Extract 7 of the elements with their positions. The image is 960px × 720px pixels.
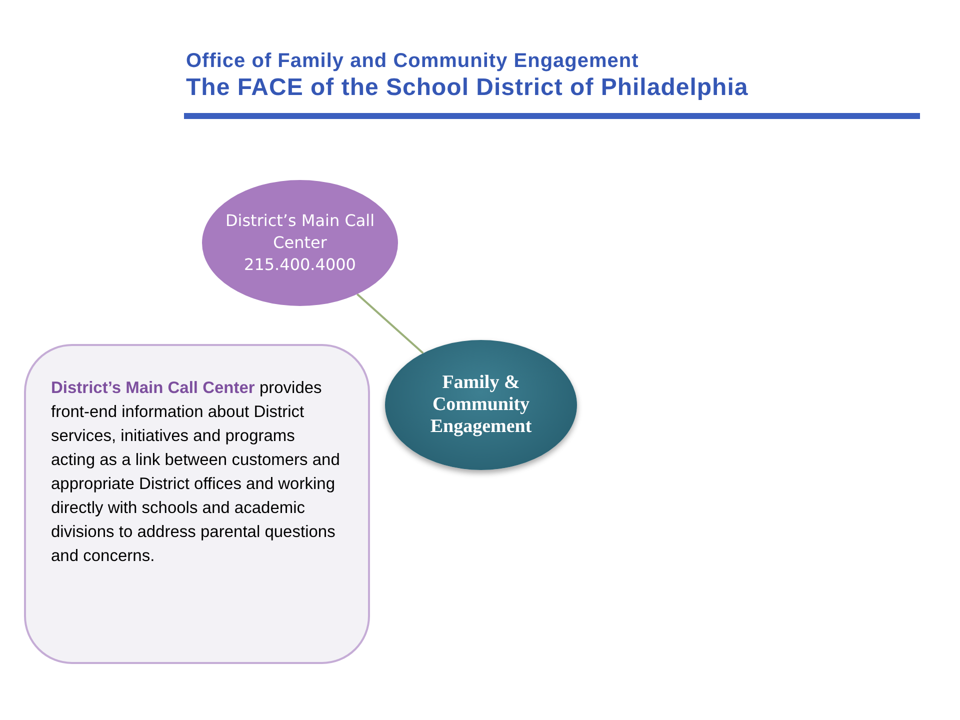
node-text: Family & Community Engagement [429,372,533,438]
title: Office of Family and Community Engagement [186,49,639,74]
process-box [24,344,370,664]
node-text: District’s Main Call Center provides front-end information about District services, initiatives and programs acting as a link between customers and appropriate District offices and working directly with schools and academic divisions to address parental questions and concerns. [51,378,341,567]
node-text: District’s Main Call Center 215.400.4000 [224,210,376,276]
subtitle: The FACE of the School District of Philadelphia [186,73,748,103]
connector-line [356,293,424,354]
